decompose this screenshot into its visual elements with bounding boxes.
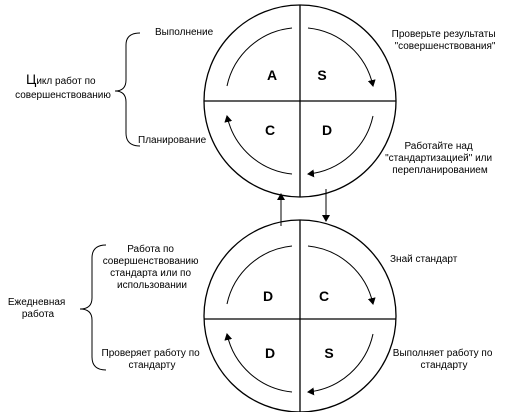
top-cycle: A S C D Выполнение Планирование Проверьт… — [15, 4, 499, 198]
label-work-on-standardization: Работайте над "стандартизацией" или пере… — [385, 140, 495, 176]
bottom-quadrant-s: S — [324, 345, 333, 361]
bottom-cycle-arrow-top-left — [226, 245, 293, 305]
bottom-quadrant-c: C — [319, 288, 329, 304]
bottom-cycle-arrow-bottom-left — [224, 333, 293, 393]
bottom-quadrant-d-top: D — [263, 288, 273, 304]
top-cycle-brace — [114, 32, 141, 147]
top-cycle-arrow-top-right — [307, 27, 376, 87]
top-quadrant-d: D — [322, 122, 332, 138]
label-work-on-improving-standard: Работа по совершенствованию стандарта ил… — [103, 243, 202, 291]
top-cycle-arrow-bottom-right — [307, 115, 374, 178]
top-cycle-arrow-bottom-left — [224, 115, 293, 175]
label-execution: Выполнение — [155, 27, 214, 38]
bottom-cycle-arrow-bottom-right — [307, 333, 374, 396]
label-performs-work-by-standard: Выполняет работу по стандарту — [393, 347, 495, 371]
label-check-results: Проверьте результаты "совершенствования" — [392, 29, 499, 52]
bottom-cycle-arrow-top-right — [307, 245, 376, 305]
bottom-quadrant-d-bottom: D — [265, 345, 275, 361]
top-cycle-arrow-top-left — [226, 27, 293, 87]
bottom-cycle: D C D S Работа по совершенствованию стан… — [8, 219, 495, 412]
top-quadrant-s: S — [317, 67, 326, 83]
label-checks-work-by-standard: Проверяет работу по стандарту — [102, 347, 203, 371]
group-label-improvement-cycle: Цикл работ по совершенствованию — [15, 71, 111, 101]
top-quadrant-a: A — [267, 67, 277, 83]
bottom-cycle-brace — [79, 244, 107, 371]
label-planning: Планирование — [138, 135, 207, 146]
label-know-standard: Знай стандарт — [390, 254, 458, 265]
group-label-daily-work: Ежедневная работа — [8, 297, 68, 320]
top-quadrant-c: C — [265, 122, 275, 138]
